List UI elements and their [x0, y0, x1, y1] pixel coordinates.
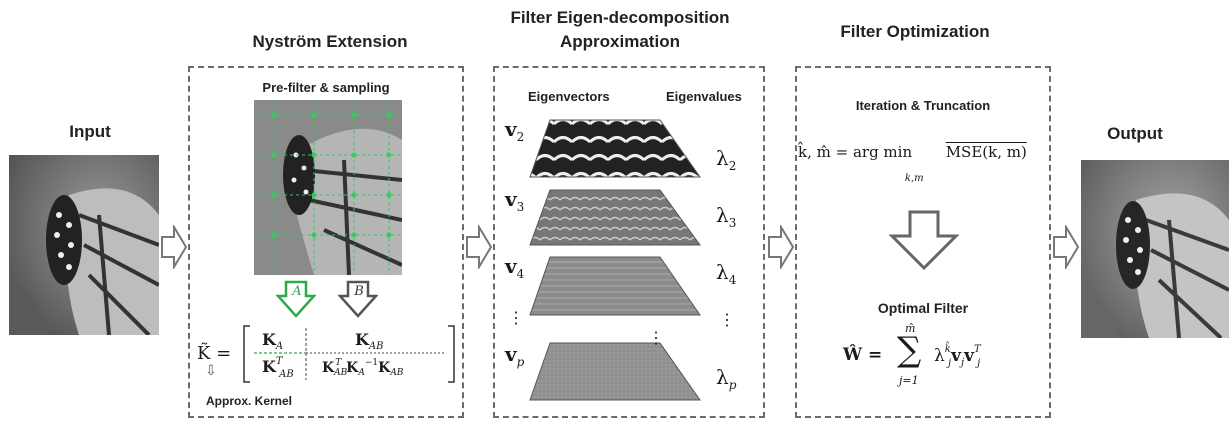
nystrom-box: [188, 66, 464, 418]
eigvec-ellipsis-left: ⋮: [508, 308, 524, 327]
eigvec-label-v2: v2: [505, 117, 525, 144]
matrix-k-a: KA: [262, 330, 284, 353]
input-butterfly-graphic: [9, 155, 159, 335]
eigvec-slab-v2: [529, 119, 701, 178]
sampling-grid-graphic: [254, 100, 402, 275]
eigval-label-4: λ4: [716, 260, 737, 287]
output-image: [1081, 160, 1229, 338]
kernel-lhs: K̃ =: [197, 343, 232, 364]
flow-arrow-2: [466, 225, 493, 269]
matrix-k-ab: KAB: [355, 330, 384, 353]
flow-arrow-4: [1053, 225, 1080, 269]
eigvec-label-vp: vp: [505, 342, 525, 369]
optimization-title: Filter Optimization: [840, 22, 990, 41]
arrow-a-label: A: [292, 284, 302, 299]
sum-bottom: j=1: [899, 374, 919, 387]
eigval-label-p: λp: [716, 365, 737, 392]
eigval-ellipsis-right: ⋮: [719, 310, 735, 329]
optimal-filter-label: Optimal Filter: [877, 300, 969, 316]
prefilter-image: [254, 100, 402, 275]
sum-body: λ k̂ jvjv T j: [934, 344, 981, 369]
arrow-a-icon: [276, 280, 316, 318]
optimization-box: [795, 66, 1051, 418]
eigvec-label-v3: v3: [505, 187, 525, 214]
eigen-box: [493, 66, 765, 418]
eigenvector-slabs: [529, 119, 701, 401]
nystrom-title: Nyström Extension: [252, 32, 408, 51]
eigvec-slab-v3: [529, 189, 701, 246]
w-hat-lhs: Ŵ =: [843, 345, 883, 365]
eigen-title-line1: Filter Eigen-decomposition: [510, 8, 730, 27]
prefilter-label: Pre-filter & sampling: [262, 80, 390, 95]
eigvec-slab-vp: [529, 342, 701, 401]
sum-symbol: ∑: [897, 330, 922, 370]
eigval-label-3: λ3: [716, 203, 737, 230]
matrix-k-ab-t: K T AB: [262, 356, 294, 380]
eigenvectors-label: Eigenvectors: [528, 89, 610, 104]
approx-kernel-label: Approx. Kernel: [206, 394, 293, 408]
output-butterfly-graphic: [1081, 160, 1229, 338]
eigvec-slab-v4: [529, 256, 701, 316]
eigvec-label-v4: v4: [505, 254, 525, 281]
kernel-matrix-brackets: [243, 325, 455, 383]
arrow-b-label: B: [354, 284, 364, 299]
sum-top: m̂: [905, 322, 916, 335]
input-title: Input: [69, 122, 111, 141]
matrix-k-bb: KABT KA−1KAB: [322, 358, 404, 378]
argmin-formula: k̂, m̂ = arg min k,m MSE(k, m): [798, 143, 1027, 184]
down-arrow-icon: [888, 210, 960, 270]
eigval-label-2: λ2: [716, 146, 737, 173]
arrow-b-icon: [338, 280, 378, 318]
flow-arrow-1: [161, 225, 188, 269]
kernel-down-arrow-icon: ⇩: [205, 364, 217, 379]
input-image: [9, 155, 159, 335]
iteration-label: Iteration & Truncation: [855, 98, 991, 113]
eigen-title-line2: Approximation: [560, 32, 680, 51]
flow-arrow-3: [768, 225, 795, 269]
eigenvalues-label: Eigenvalues: [666, 89, 742, 104]
output-title: Output: [1107, 124, 1163, 143]
eigvec-ellipsis-mid: ⋮: [648, 328, 664, 347]
